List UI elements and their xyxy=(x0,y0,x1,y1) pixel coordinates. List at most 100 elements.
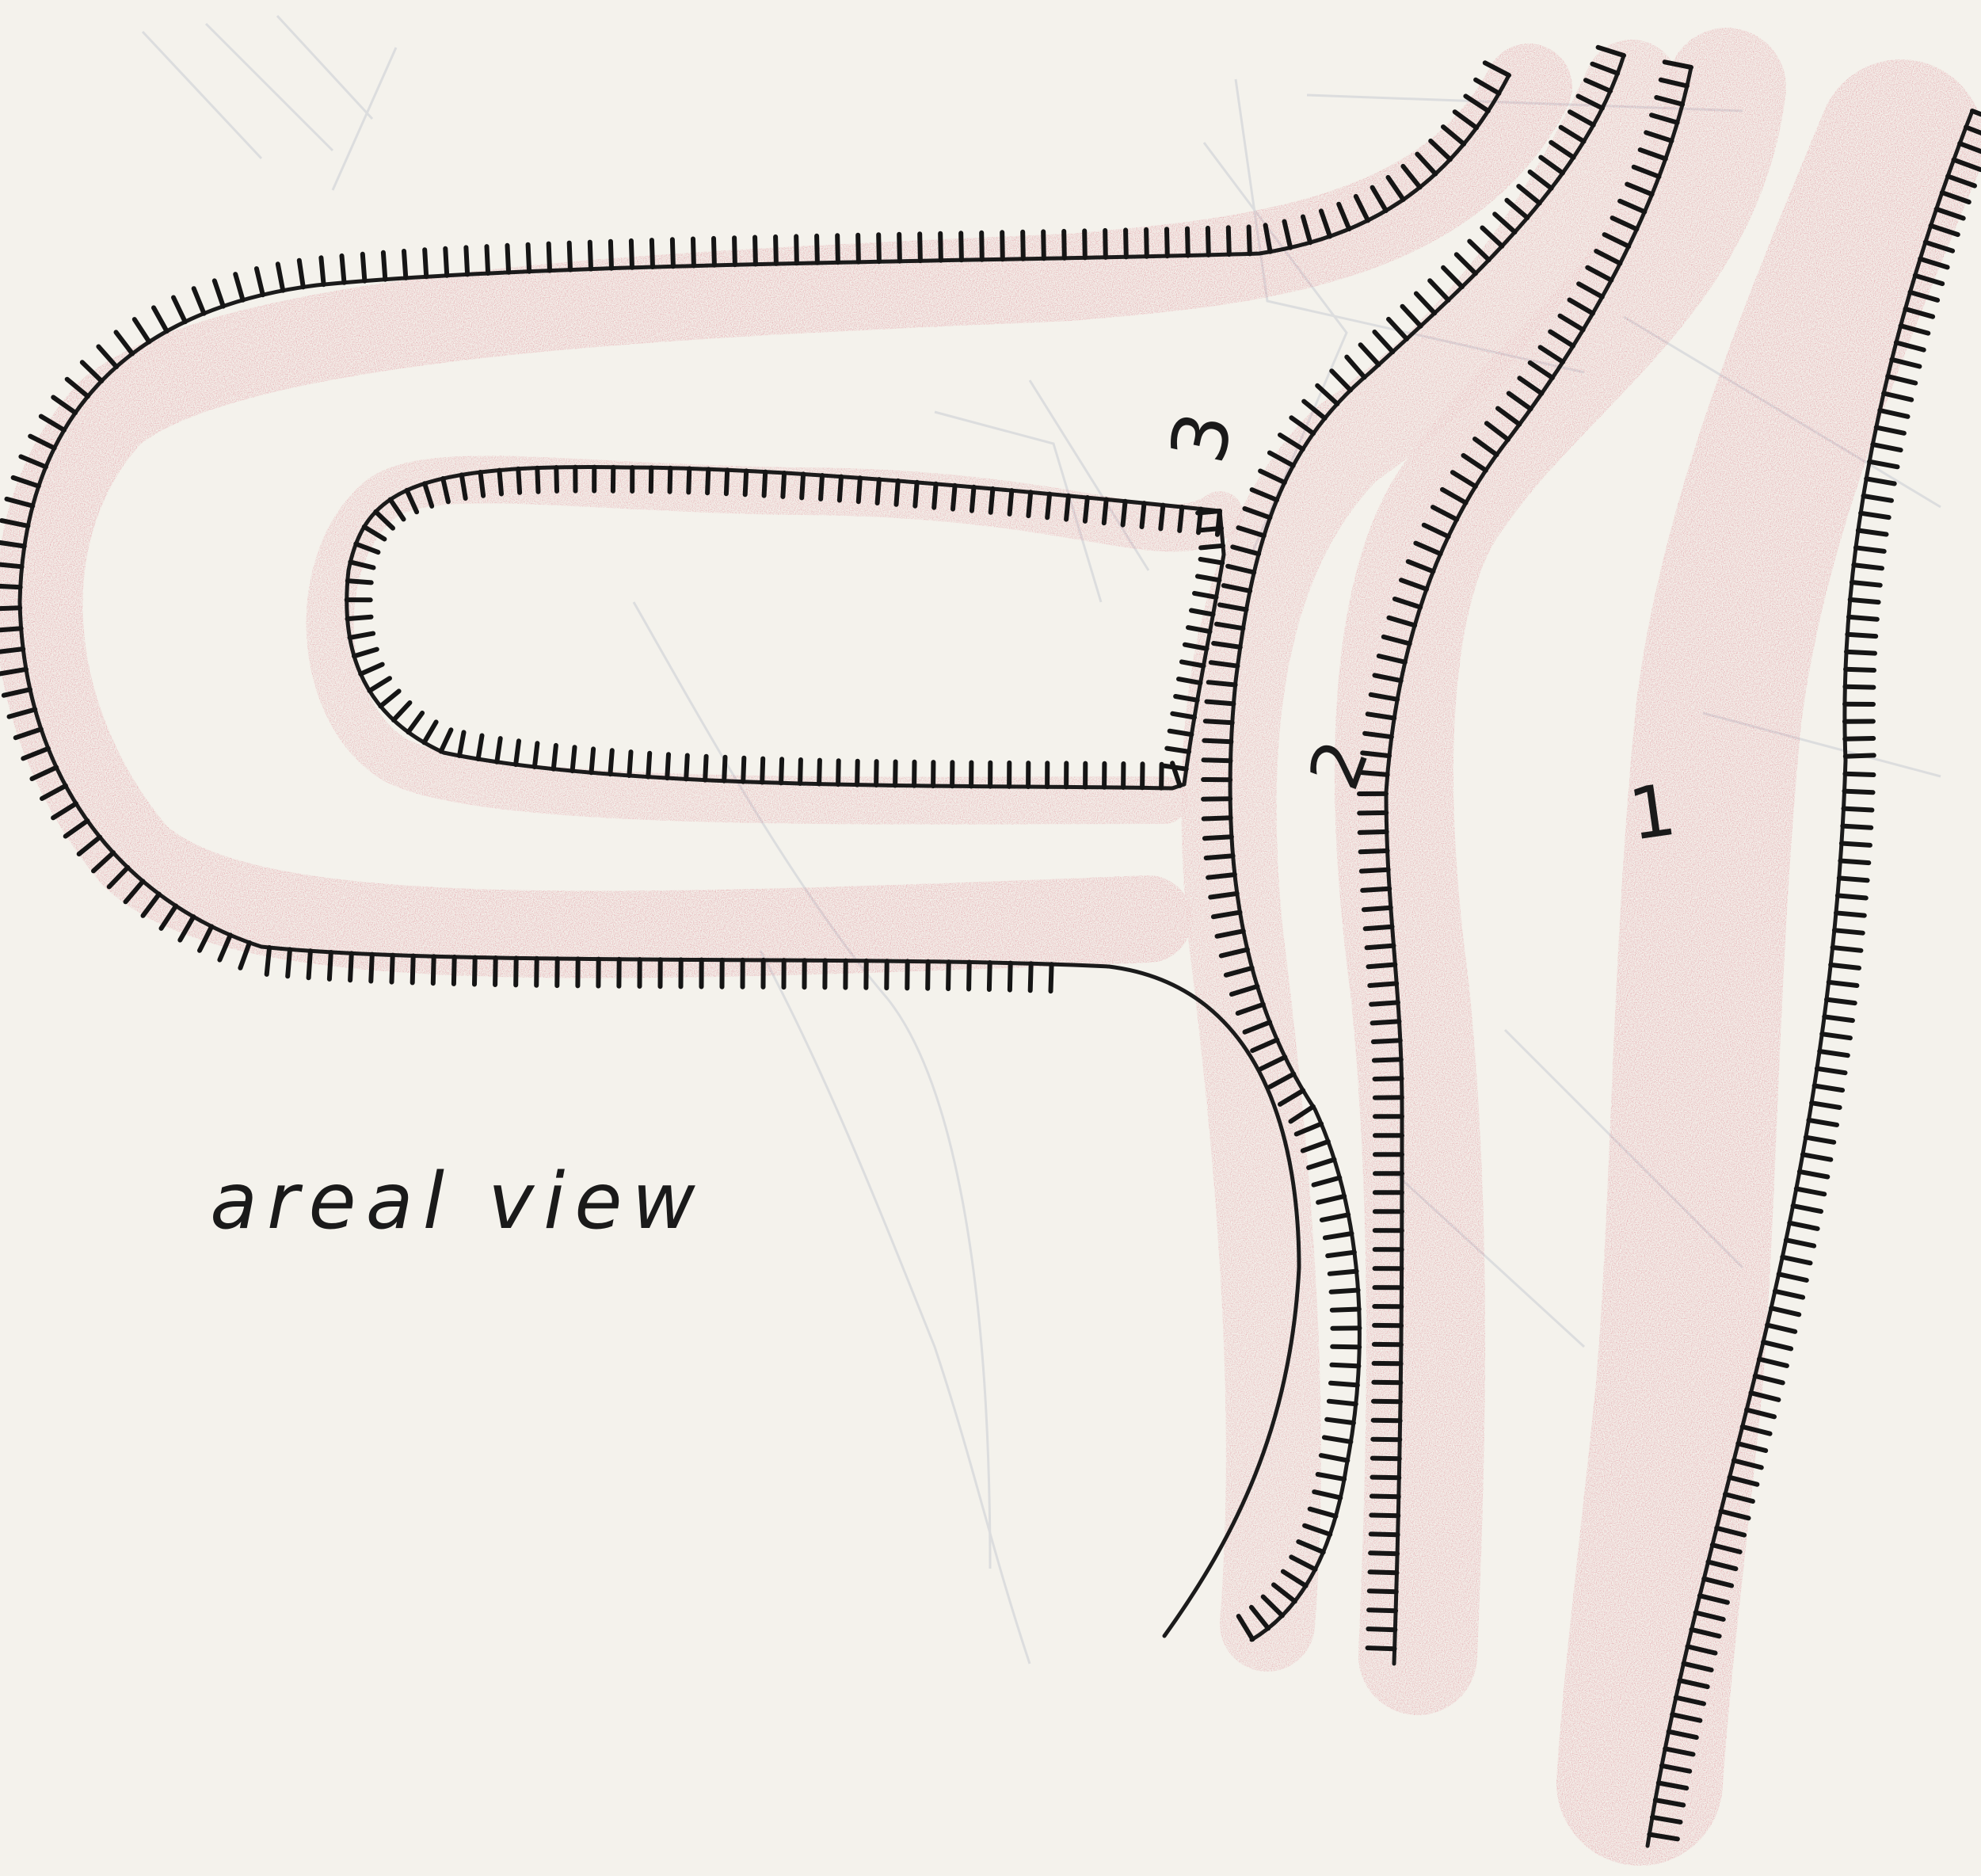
hatch-tick xyxy=(1850,600,1879,602)
hatch-tick xyxy=(934,484,935,508)
hatch-tick xyxy=(354,650,377,657)
hatch-tick xyxy=(1164,766,1187,769)
hatch-tick xyxy=(1362,889,1389,890)
hatch-tick xyxy=(321,257,323,284)
hatch-tick xyxy=(1373,1382,1400,1383)
hatch-tick xyxy=(1824,1016,1853,1020)
hatch-tick xyxy=(1846,652,1875,654)
hatch-tick xyxy=(1364,908,1391,910)
hatch-tick xyxy=(1201,559,1223,563)
hatch-tick xyxy=(878,234,879,261)
hatch-tick xyxy=(394,703,410,720)
hatch-tick xyxy=(1160,505,1163,529)
hatch-tick xyxy=(800,760,801,784)
hatch-tick xyxy=(1842,826,1871,828)
hatch-tick xyxy=(1064,231,1065,258)
hatch-tick xyxy=(1085,498,1088,521)
hatch-tick xyxy=(1775,1291,1803,1298)
hatch-tick xyxy=(1852,582,1880,585)
hatch-tick xyxy=(1880,410,1907,417)
hatch-tick xyxy=(1845,738,1873,739)
hatch-tick xyxy=(755,238,756,265)
red-pencil-shading xyxy=(39,87,1901,1783)
hatch-tick xyxy=(1836,913,1865,915)
hatch-tick xyxy=(1325,1234,1352,1237)
hatch-tick xyxy=(1872,444,1900,450)
hatch-tick xyxy=(1430,280,1448,300)
hatch-tick xyxy=(1328,1253,1354,1256)
hatch-tick xyxy=(1347,357,1364,378)
hatch-tick xyxy=(783,473,784,497)
hatch-tick xyxy=(1849,617,1877,620)
hatch-tick xyxy=(1208,228,1209,255)
hatch-tick xyxy=(1370,1591,1396,1592)
hatch-tick xyxy=(590,242,591,269)
hatch-tick xyxy=(764,472,766,496)
hatch-tick xyxy=(535,743,538,767)
hatch-tick xyxy=(135,319,150,341)
hatch-tick xyxy=(380,691,398,706)
hatch-tick xyxy=(309,951,310,978)
hatch-tick xyxy=(775,237,776,264)
hatch-tick xyxy=(1771,1308,1799,1314)
hatch-tick xyxy=(518,469,520,493)
hatch-tick xyxy=(1370,1572,1397,1573)
hatch-tick xyxy=(1066,496,1069,520)
hatch-tick xyxy=(1303,1142,1328,1151)
hatch-tick xyxy=(796,236,797,263)
hatch-tick xyxy=(370,678,390,691)
hatch-tick xyxy=(1779,1274,1807,1280)
hatch-tick xyxy=(1361,345,1379,364)
hatch-tick xyxy=(1846,669,1874,670)
hatch-tick xyxy=(299,261,303,288)
hatch-tick xyxy=(878,479,879,503)
hatch-tick xyxy=(573,747,575,771)
hatch-tick xyxy=(0,586,21,588)
hatch-tick xyxy=(1375,1078,1402,1079)
hatch-tick xyxy=(257,269,263,295)
hatch-tick xyxy=(1829,982,1857,986)
hatch-tick xyxy=(1104,499,1107,523)
hatch-tick xyxy=(1822,1034,1850,1038)
hatch-tick xyxy=(1789,1223,1817,1229)
hatch-tick xyxy=(652,240,653,267)
hatch-tick xyxy=(499,471,501,494)
hatch-tick xyxy=(1043,231,1044,258)
hatch-tick xyxy=(1839,878,1868,880)
hatch-tick xyxy=(1834,930,1863,933)
hatch-tick xyxy=(1838,895,1866,898)
hatch-tick xyxy=(1359,813,1386,814)
hatch-tick xyxy=(481,472,484,496)
hatch-tick xyxy=(1123,501,1126,525)
hatch-tick xyxy=(1876,428,1904,433)
hatch-tick xyxy=(629,752,630,776)
hatch-tick xyxy=(1369,1610,1396,1611)
hatch-tick xyxy=(478,736,482,760)
hatch-tick xyxy=(350,953,352,980)
hatch-tick xyxy=(1010,490,1012,514)
hatch-tick xyxy=(1331,371,1351,390)
hatch-tick xyxy=(0,564,22,566)
hatch-tick xyxy=(1207,702,1234,704)
hatch-tick xyxy=(1842,844,1870,845)
hatch-tick xyxy=(348,581,371,582)
hatch-tick xyxy=(371,955,372,982)
hatch-tick xyxy=(1331,1383,1358,1386)
hatch-tick xyxy=(1249,227,1250,254)
hatch-tick xyxy=(1369,965,1396,967)
hatch-tick xyxy=(348,617,371,619)
hatch-tick xyxy=(1763,1342,1791,1348)
hatch-tick xyxy=(466,247,467,274)
hatch-tick xyxy=(953,486,955,509)
hatch-tick xyxy=(1204,741,1231,742)
hatch-tick xyxy=(556,467,557,491)
hatch-tick xyxy=(631,241,632,268)
hatch-tick xyxy=(670,468,671,492)
hatch-tick xyxy=(940,234,941,261)
hatch-tick xyxy=(895,762,896,786)
hatch-tick xyxy=(1201,546,1223,548)
hatch-tick xyxy=(487,246,489,273)
hatch-tick xyxy=(1332,1347,1359,1348)
